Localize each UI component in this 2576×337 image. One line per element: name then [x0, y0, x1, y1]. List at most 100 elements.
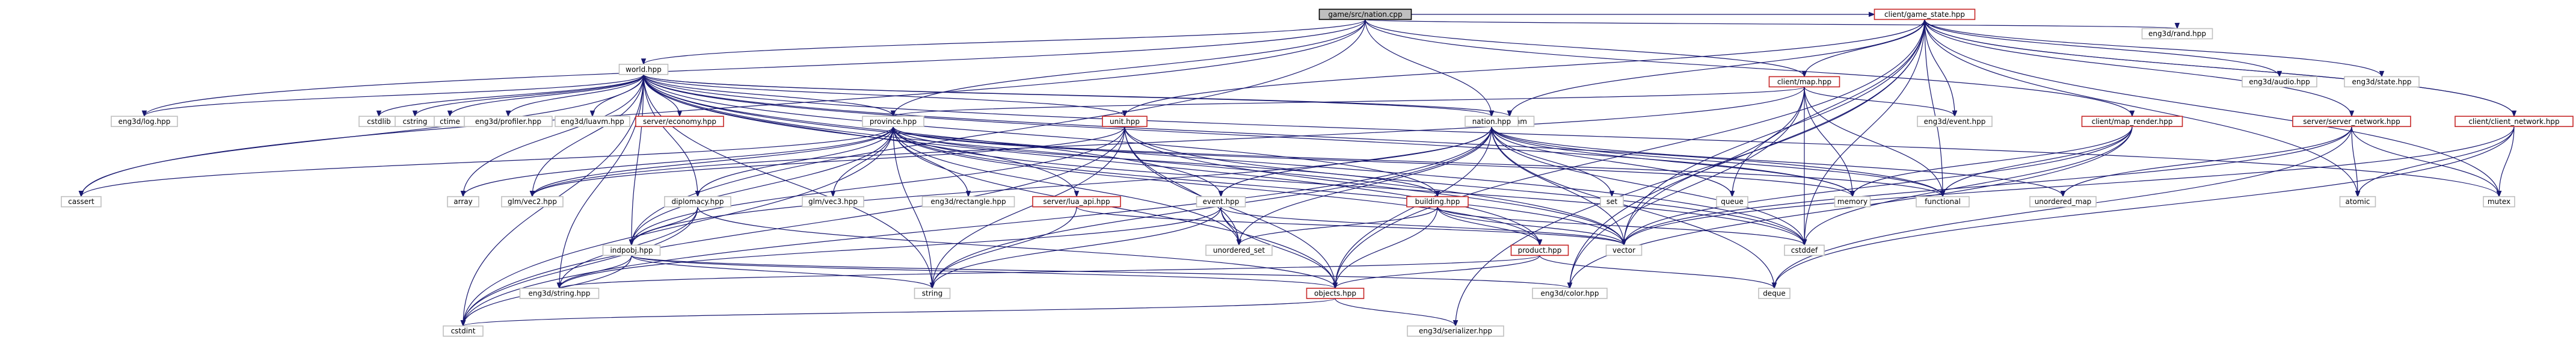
edge-line	[893, 86, 1805, 117]
node-vec3[interactable]: glm/vec3.hpp	[802, 196, 864, 208]
edge-line	[2351, 126, 2500, 197]
node-indpobj[interactable]: indpobj.hpp	[602, 244, 661, 256]
node-box	[1532, 288, 1608, 299]
edge-line	[532, 126, 894, 197]
node-audio[interactable]: eng3d/audio.hpp	[2242, 76, 2317, 88]
edge-line	[1491, 126, 1775, 289]
edge-line	[893, 126, 1943, 197]
edge-line	[1335, 206, 1438, 289]
edge-line	[1365, 19, 2178, 29]
node-cstdlib[interactable]: cstdlib	[358, 116, 399, 128]
node-province[interactable]: province.hpp	[862, 116, 924, 128]
edge-line	[1942, 126, 2133, 197]
node-map[interactable]: client/map.hpp	[1768, 76, 1840, 88]
node-ctime[interactable]: ctime	[434, 116, 466, 128]
node-string-hpp[interactable]: eng3d/string.hpp	[519, 288, 600, 299]
edge-line	[559, 74, 644, 289]
edge-arrowhead	[460, 320, 466, 327]
node-product[interactable]: product.hpp	[1510, 244, 1569, 256]
node-queue[interactable]: queue	[1716, 196, 1748, 208]
node-deque[interactable]: deque	[1758, 288, 1791, 299]
node-vec2[interactable]: glm/vec2.hpp	[501, 196, 564, 208]
node-ev[interactable]: eng3d/event.hpp	[1917, 116, 1993, 128]
edge-arrowhead	[1507, 110, 1513, 117]
node-memory[interactable]: memory	[1834, 196, 1871, 208]
node-unit[interactable]: unit.hpp	[1102, 116, 1148, 128]
node-box	[921, 196, 1015, 208]
edge-diplomacy-to-cstdint	[460, 206, 698, 327]
node-set[interactable]: set	[1600, 196, 1624, 208]
node-label: cassert	[68, 197, 94, 206]
node-server-network[interactable]: server/server_network.hpp	[2292, 116, 2411, 128]
node-box	[1916, 196, 1970, 208]
edge-line	[643, 74, 1438, 197]
node-label: vector	[1612, 246, 1635, 255]
node-economy[interactable]: server/economy.hpp	[635, 116, 724, 128]
node-map-render[interactable]: client/map_render.hpp	[2081, 116, 2183, 128]
edge-arrowhead	[1922, 19, 1928, 25]
node-cassert[interactable]: cassert	[61, 196, 102, 208]
edge-map-to-color	[1567, 87, 1805, 289]
edge-arrowhead	[1609, 191, 1615, 198]
edge-game-state-to-serializer	[1452, 19, 1925, 327]
node-profiler[interactable]: eng3d/profiler.hpp	[464, 116, 553, 128]
node-luavm[interactable]: eng3d/luavm.hpp	[555, 116, 630, 128]
node-objects[interactable]: objects.hpp	[1306, 288, 1365, 299]
node-cstdint[interactable]: cstdint	[443, 325, 484, 337]
node-array[interactable]: array	[447, 196, 479, 208]
node-label: eng3d/state.hpp	[2352, 78, 2412, 86]
node-unordered-set[interactable]: unordered_set	[1205, 244, 1273, 256]
node-rand[interactable]: eng3d/rand.hpp	[2141, 28, 2213, 40]
edge-line	[144, 19, 1366, 117]
node-atomic[interactable]: atomic	[2339, 196, 2376, 208]
edge-product-to-deque	[1539, 255, 1777, 289]
edge-province-to-cassert	[78, 126, 894, 198]
node-game-state[interactable]: client/game_state.hpp	[1874, 8, 1976, 20]
edge-line	[559, 206, 1222, 289]
node-color[interactable]: eng3d/color.hpp	[1532, 288, 1608, 299]
edge-arrowhead	[376, 110, 382, 117]
node-client-network[interactable]: client/client_network.hpp	[2455, 116, 2574, 128]
edge-world-to-building	[643, 74, 1440, 198]
node-cstddef[interactable]: cstddef	[1784, 244, 1825, 256]
edge-line	[1924, 19, 2500, 197]
edge-arrowhead	[1801, 239, 1807, 246]
node-mutex[interactable]: mutex	[2483, 196, 2515, 208]
node-diplomacy[interactable]: diplomacy.hpp	[664, 196, 731, 208]
node-lua-api[interactable]: server/lua_api.hpp	[1032, 196, 1121, 208]
edge-line	[643, 74, 1125, 117]
node-box	[1874, 8, 1976, 20]
node-log[interactable]: eng3d/log.hpp	[111, 116, 178, 128]
node-label: eng3d/luavm.hpp	[561, 117, 624, 126]
node-serializer[interactable]: eng3d/serializer.hpp	[1407, 325, 1504, 337]
edge-line	[508, 74, 644, 117]
edge-nation-cpp-to-rand	[1365, 19, 2180, 29]
edge-line	[893, 126, 1240, 246]
node-cstring[interactable]: cstring	[395, 116, 435, 128]
edge-world-to-unit	[643, 74, 1128, 117]
node-unordered-map[interactable]: unordered_map	[2029, 196, 2097, 208]
node-event-hpp[interactable]: event.hpp	[1196, 196, 1246, 208]
node-state[interactable]: eng3d/state.hpp	[2344, 76, 2420, 88]
node-box	[555, 116, 630, 128]
node-label: event.hpp	[1203, 197, 1240, 206]
node-label: atomic	[2345, 197, 2370, 206]
node-vector[interactable]: vector	[1605, 244, 1643, 256]
node-functional[interactable]: functional	[1916, 196, 1970, 208]
node-world[interactable]: world.hpp	[618, 63, 669, 75]
edge-nation-cpp-to-nation-hpp	[1365, 19, 1495, 117]
node-nation-hpp[interactable]: nation.hpp	[1465, 116, 1519, 128]
edge-arrowhead	[1940, 191, 1946, 198]
edge-line	[643, 74, 1943, 197]
edge-indpobj-to-color	[631, 255, 1573, 289]
node-string[interactable]: string	[914, 288, 951, 299]
edge-line	[631, 126, 1492, 246]
edge-line	[1852, 126, 2133, 197]
edge-arrowhead	[556, 282, 562, 289]
node-box	[618, 63, 669, 75]
edge-line	[1238, 206, 1438, 246]
node-building[interactable]: building.hpp	[1406, 196, 1469, 208]
edge-game-state-to-algorithm	[1507, 19, 1925, 117]
node-rectangle[interactable]: eng3d/rectangle.hpp	[921, 196, 1015, 208]
node-box	[2029, 196, 2097, 208]
